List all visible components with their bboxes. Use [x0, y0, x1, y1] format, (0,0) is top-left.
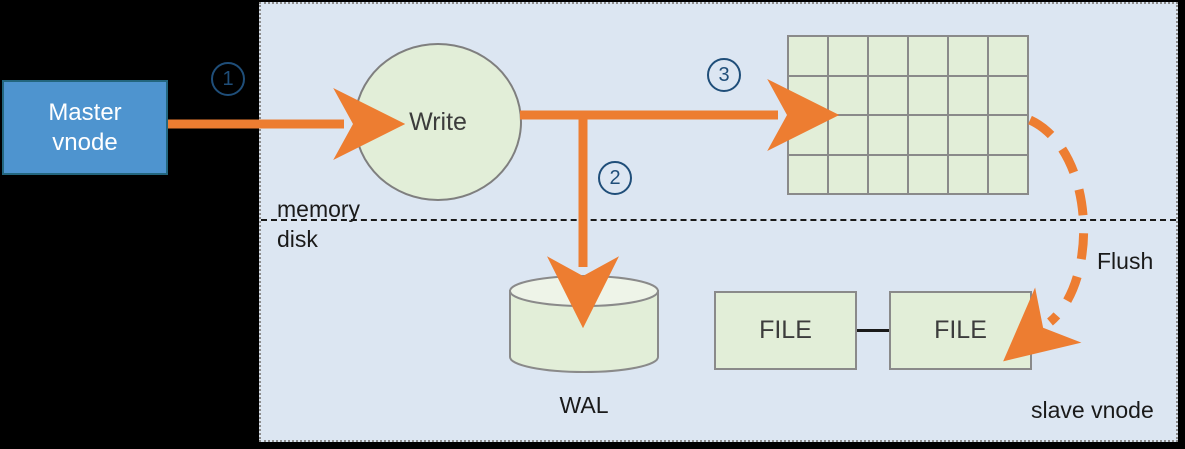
- write-node-label: Write: [409, 107, 467, 136]
- memtable-cell: [829, 76, 867, 114]
- master-vnode-label-line1: Master: [48, 98, 122, 126]
- memtable-cell: [989, 155, 1027, 193]
- memtable-cell: [909, 37, 947, 75]
- file-box-1[interactable]: FILE: [714, 291, 857, 370]
- memtable-cell: [869, 116, 907, 154]
- memtable-cell: [869, 76, 907, 114]
- memtable-cell: [989, 37, 1027, 75]
- master-vnode-label-line2: vnode: [52, 128, 118, 156]
- file-box-2-label: FILE: [934, 316, 987, 344]
- memtable-cell: [989, 76, 1027, 114]
- step-badge-1: 1: [211, 62, 245, 96]
- file-connector-line: [857, 329, 889, 332]
- memtable-grid: [787, 35, 1029, 195]
- memtable-cell: [789, 116, 827, 154]
- memtable-cell: [949, 76, 987, 114]
- memory-disk-divider: [261, 219, 1176, 221]
- step-badge-2-label: 2: [609, 166, 621, 189]
- slave-vnode-label: slave vnode: [1031, 397, 1154, 423]
- flush-label: Flush: [1097, 248, 1154, 274]
- memtable-cell: [909, 116, 947, 154]
- master-vnode-box[interactable]: Master vnode: [2, 80, 168, 175]
- memtable-cell: [869, 37, 907, 75]
- write-node[interactable]: Write: [354, 43, 522, 201]
- step-badge-2: 2: [598, 161, 632, 195]
- memtable-cell: [789, 155, 827, 193]
- memtable-cell: [869, 155, 907, 193]
- step-badge-1-label: 1: [222, 67, 234, 90]
- memory-label: memory: [277, 196, 361, 222]
- memtable-cell: [949, 155, 987, 193]
- disk-label: disk: [277, 226, 318, 252]
- memtable-cell: [949, 116, 987, 154]
- wal-cylinder: [509, 275, 659, 373]
- memtable-cell: [909, 155, 947, 193]
- memtable-cell: [829, 155, 867, 193]
- file-box-2[interactable]: FILE: [889, 291, 1032, 370]
- memtable-cell: [829, 37, 867, 75]
- memtable-cell: [989, 116, 1027, 154]
- step-badge-3: 3: [707, 58, 741, 92]
- memtable-cell: [829, 116, 867, 154]
- memtable-cell: [789, 37, 827, 75]
- file-box-1-label: FILE: [759, 316, 812, 344]
- wal-label: WAL: [559, 392, 609, 418]
- step-badge-3-label: 3: [718, 63, 730, 86]
- memtable-cell: [909, 76, 947, 114]
- memtable-cell: [949, 37, 987, 75]
- memtable-cell: [789, 76, 827, 114]
